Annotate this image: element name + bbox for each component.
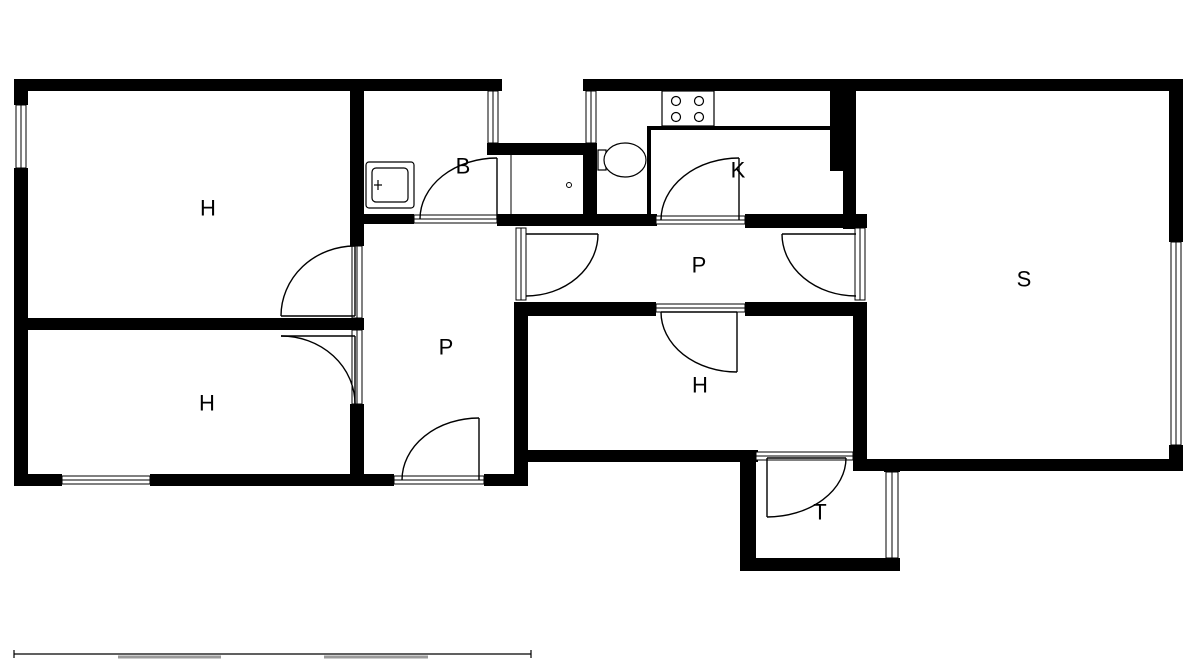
window [393, 475, 485, 485]
room-label-kitchen: K [731, 158, 746, 183]
wall [350, 91, 364, 246]
fixtures [365, 90, 715, 214]
window [351, 245, 363, 319]
door [766, 457, 847, 518]
window [755, 451, 854, 461]
wall [583, 79, 1183, 91]
wall [14, 79, 502, 91]
wall [350, 404, 364, 476]
room-label-bedroom-top-left: H [200, 196, 216, 221]
wall [649, 126, 834, 130]
window [655, 303, 746, 313]
window [487, 90, 499, 144]
room-label-bathroom: B [456, 154, 471, 179]
stove-icon [661, 90, 715, 127]
doors [280, 157, 857, 518]
washbasin-icon [365, 161, 415, 209]
wall [14, 79, 28, 105]
wall [740, 450, 756, 571]
room-label-living-room: S [1017, 267, 1032, 292]
wall [14, 474, 62, 486]
wall [583, 79, 597, 91]
door [280, 335, 356, 405]
wall [514, 302, 656, 316]
wall [497, 214, 657, 226]
room-label-bedroom-bottom-left: H [199, 391, 215, 416]
wall [884, 462, 900, 472]
wall [843, 79, 856, 229]
wall [487, 143, 597, 155]
wall [526, 450, 758, 462]
wall [1169, 445, 1183, 471]
wall [1169, 79, 1183, 242]
shower-drain-icon [510, 155, 572, 214]
window [885, 471, 899, 559]
wall [150, 474, 394, 486]
wall [740, 558, 900, 571]
door [660, 157, 740, 221]
room-label-bedroom-middle: H [692, 373, 708, 398]
door [280, 245, 356, 317]
window [515, 227, 527, 301]
wall [14, 168, 28, 485]
window [854, 227, 866, 301]
room-label-corridor: P [692, 253, 707, 278]
wall [647, 126, 651, 218]
door [660, 311, 738, 373]
wall [853, 302, 867, 470]
door [401, 417, 480, 481]
wall [583, 143, 597, 226]
room-label-hall: P [439, 335, 454, 360]
window [61, 475, 151, 485]
wall [745, 214, 867, 228]
room-labels: H H P B K P H S T [199, 154, 1031, 525]
door [781, 233, 857, 297]
window [1170, 241, 1182, 446]
door [525, 233, 599, 297]
window [351, 329, 363, 405]
window [655, 215, 746, 225]
window [413, 214, 498, 224]
wall [28, 318, 364, 330]
toilet-icon [597, 142, 647, 178]
room-label-balcony: T [813, 500, 826, 525]
scale-bar [13, 650, 532, 659]
walls [14, 79, 1183, 571]
wall [745, 302, 867, 316]
wall [364, 214, 414, 224]
window [15, 104, 27, 169]
door [419, 157, 498, 220]
wall [514, 302, 528, 486]
window [585, 90, 597, 144]
wall [853, 459, 1183, 471]
